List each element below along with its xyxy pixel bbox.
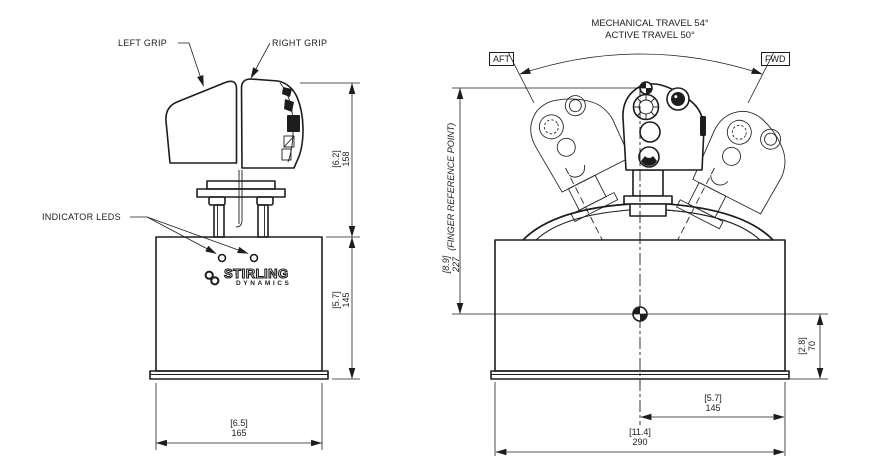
front-view [452, 51, 828, 456]
aft-label: AFT [489, 52, 514, 66]
led-leader [146, 216, 249, 254]
logo-subname: DYNAMICS [236, 280, 292, 287]
active-travel-label: ACTIVE TRAVEL 50° [605, 30, 695, 41]
right-grip-leader [250, 42, 271, 79]
side-switch-icon [700, 116, 706, 136]
led-leader [146, 216, 217, 254]
side-base-plate [149, 370, 329, 380]
box-width-dim: [6.5] 165 [230, 418, 248, 438]
finger-reference-note: (FINGER REFERENCE POINT) [446, 122, 456, 251]
led-left-icon [217, 253, 227, 263]
finger-reference-dim: [8.9] 227 (FINGER REFERENCE POINT) [441, 122, 461, 274]
grip-button-icon [281, 148, 292, 161]
pivot-to-base-dim: [2.8] 70 [797, 337, 817, 355]
overall-width-dim: [11.4] 290 [629, 427, 651, 447]
right-grip-shape [240, 78, 304, 169]
center-to-edge-dim: [5.7] 145 [704, 393, 722, 413]
left-grip-shape [165, 80, 238, 164]
grip-rocker-icon [287, 115, 300, 132]
overall-height-dim: [6.2] 158 [331, 150, 351, 168]
side-box [155, 236, 323, 372]
travel-annotation: MECHANICAL TRAVEL 54° ACTIVE TRAVEL 50° [520, 18, 780, 42]
grip-button-icon [282, 87, 292, 97]
left-grip-leader [178, 42, 204, 87]
travel-arc [519, 53, 763, 75]
side-view [130, 42, 360, 450]
center-grip-shape [622, 83, 705, 171]
fwd-label: FWD [761, 52, 790, 66]
left-grip-label: LEFT GRIP [118, 38, 168, 48]
mechanical-travel-label: MECHANICAL TRAVEL 54° [591, 18, 709, 29]
right-grip-label: RIGHT GRIP [272, 38, 328, 48]
led-right-icon [249, 253, 259, 263]
grip-button-icon [283, 135, 295, 148]
grip-button-icon [284, 99, 294, 112]
stirling-logo-icon [204, 270, 220, 285]
indicator-leds-label: INDICATOR LEDS [42, 212, 121, 222]
round-button-icon [639, 121, 661, 143]
logo-name: STIRLING [223, 266, 289, 281]
stirling-dynamics-logo: STIRLING DYNAMICS [203, 266, 292, 287]
box-height-dim: [5.7] 145 [331, 291, 351, 309]
